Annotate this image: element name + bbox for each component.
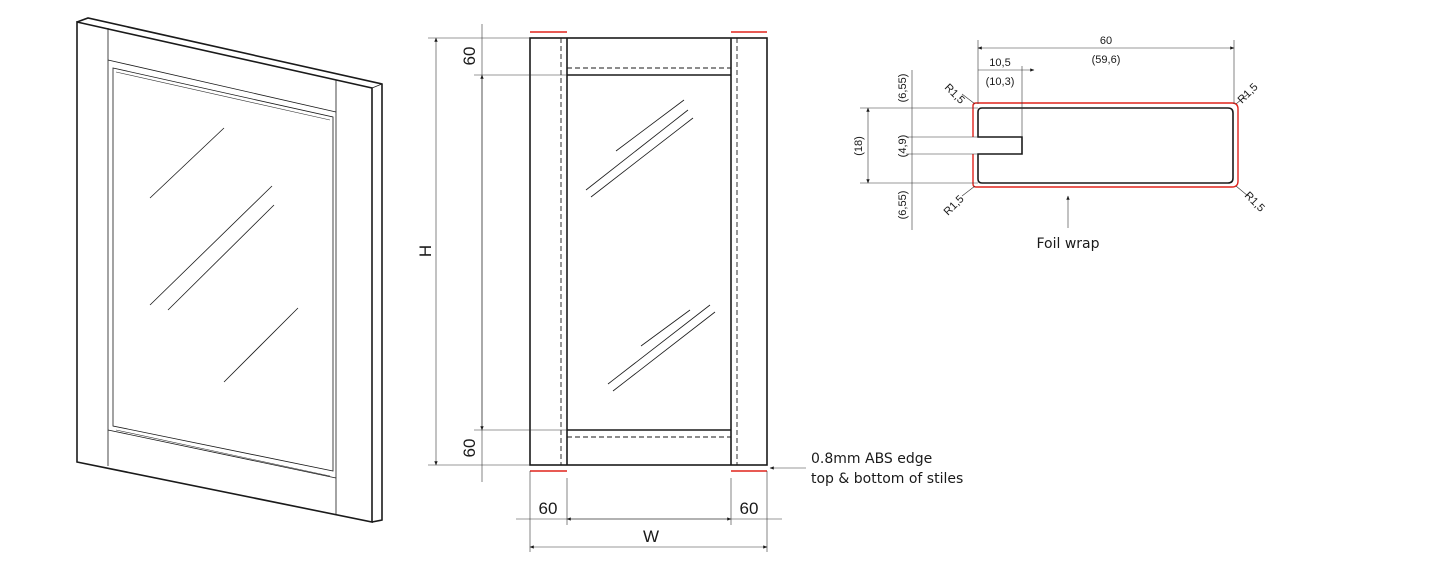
top-rail-dimension-label: 60 [460,47,479,66]
width-dimension-label: W [643,527,659,546]
right-stile-dimension-label: 60 [740,499,759,518]
profile-cross-section: 60 (59,6) 10,5 (10,3) (18) (4,9) (6,55) … [853,35,1267,252]
radius-bottom-right-label: R1,5 [1242,190,1267,215]
groove-width-label: (4,9) [897,135,909,158]
front-elevation-view: H 60 60 60 60 W 0.8mm ABS edge top & bot… [416,24,963,552]
top-offset-label: (6,55) [897,74,909,103]
groove-depth-alt-label: (10,3) [986,76,1015,88]
left-stile-dimension-label: 60 [539,499,558,518]
bottom-rail-dimension-label: 60 [460,439,479,458]
abs-edge-note-line2: top & bottom of stiles [811,471,963,487]
radius-top-right-label: R1,5 [1236,81,1261,106]
bottom-offset-label: (6,55) [897,191,909,220]
thickness-label: (18) [853,136,865,156]
groove-depth-label: 10,5 [989,57,1010,69]
foil-wrap-label: Foil wrap [1036,236,1099,252]
radius-top-left-label: R1,5 [942,82,967,107]
section-width-label: 60 [1100,35,1112,47]
abs-edge-note-line1: 0.8mm ABS edge [811,451,932,467]
section-width-alt-label: (59,6) [1092,54,1121,66]
height-dimension-label: H [416,245,435,257]
isometric-door-view [76,17,383,523]
radius-bottom-left-label: R1,5 [942,193,967,218]
